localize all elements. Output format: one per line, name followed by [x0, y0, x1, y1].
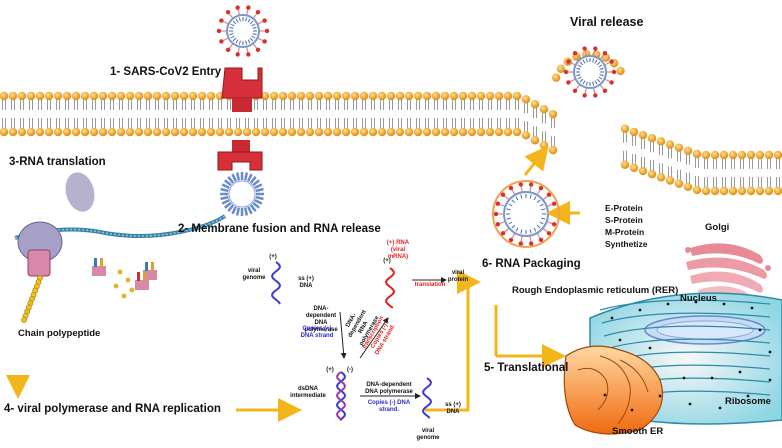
entry-label: 1- SARS-CoV2 Entry: [110, 66, 222, 78]
protein-item: S-Protein: [605, 215, 643, 225]
ddp-top: DNA-dependent DNA polymerase: [304, 306, 338, 333]
rna-translation-label: 3-RNA translation: [9, 156, 106, 168]
protein-item: E-Protein: [605, 203, 643, 213]
viral-release-label: Viral release: [570, 15, 644, 29]
protein-item: M-Protein: [605, 227, 645, 237]
ribosome-translation: [14, 172, 227, 323]
ace2-receptor-bottom: [217, 140, 263, 171]
endoplasmic-reticulum: [563, 292, 782, 435]
plus-mark: (+): [269, 254, 277, 260]
chain-polypeptide-label: Chain polypeptide: [18, 328, 101, 339]
virus-particle: [493, 182, 559, 246]
virus-particles: [216, 5, 617, 246]
smooth-er-label: Smooth ER: [612, 426, 664, 437]
copies-minus-strand: Copies (-) DNA strand.: [367, 400, 411, 413]
rer-label: Rough Endoplasmic reticulum (RER): [512, 285, 679, 296]
translational-label: 5- Translational: [484, 362, 569, 374]
cell-membrane: [0, 49, 782, 196]
viral-protein-label: viral protein: [447, 270, 469, 283]
virus-particle: [216, 5, 270, 57]
golgi-label: Golgi: [705, 222, 730, 233]
copies-plus-strand: Copies (+) DNA strand: [300, 326, 334, 339]
replication-schematic: [270, 261, 447, 421]
translation-label: translation: [414, 282, 446, 288]
viral-genome-top: viral genome: [242, 268, 266, 281]
protein-list: E-Protein S-Protein M-Protein Synthetize: [605, 202, 648, 250]
ddp-bottom: DNA-dependent DNA polymerase: [365, 382, 413, 395]
plus-mark: (+): [383, 258, 391, 264]
dsdna-label: dsDNA intermediate: [290, 386, 326, 399]
replication-label: 4- viral polymerase and RNA replication: [4, 403, 221, 415]
ss-plus-dna-top: ss (+) DNA: [298, 276, 314, 289]
rna-label: (+) RNA (viral mRNA): [386, 240, 410, 260]
minus-mark: (-): [347, 367, 353, 373]
membrane-fusion-label: 2- Membrane fusion and RNA release: [178, 223, 381, 235]
virus-particle: [563, 46, 617, 98]
nucleus-label: Nucleus: [680, 293, 717, 304]
process-arrows: [6, 145, 580, 422]
ribosome-label: Ribosome: [725, 396, 771, 407]
viral-genome-bottom: viral genome: [416, 428, 440, 441]
rna-packaging-label: 6- RNA Packaging: [482, 258, 581, 270]
ss-plus-dna-bottom: ss (+) DNA: [445, 402, 461, 415]
ace2-receptor-top: [221, 67, 263, 112]
protein-item: Synthetize: [605, 239, 648, 249]
plus-mark: (+): [326, 367, 334, 373]
fused-virus: [220, 172, 264, 216]
